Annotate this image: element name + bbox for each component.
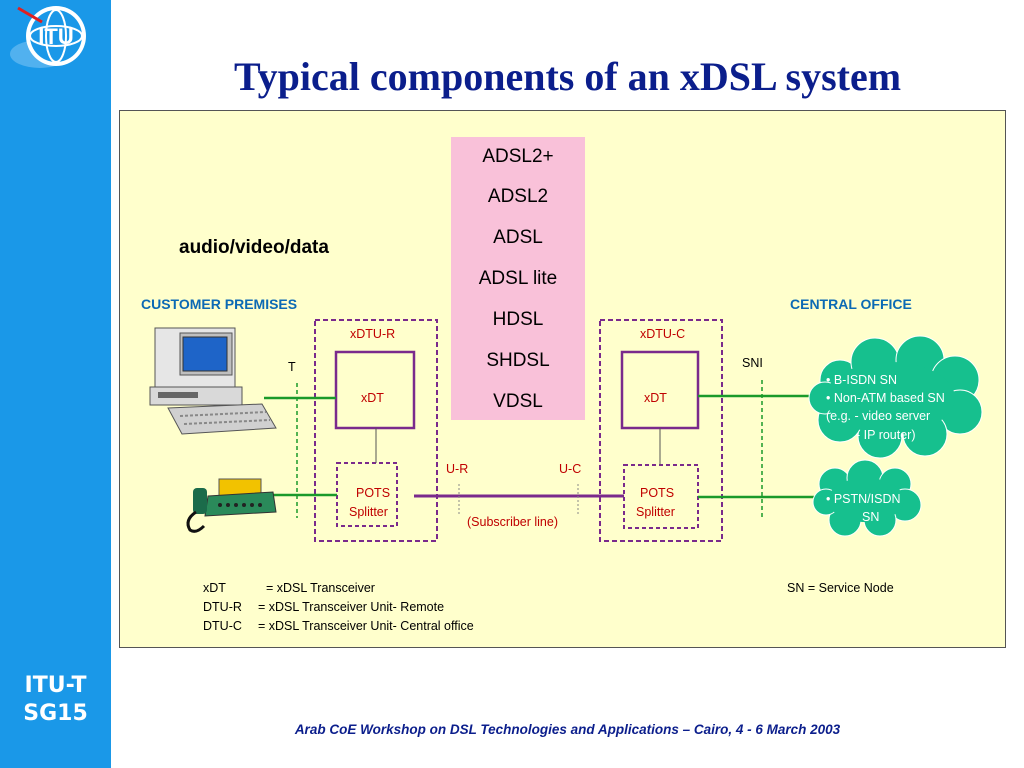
legend-term: DTU-R xyxy=(203,600,242,614)
cloud-top-line: • Non-ATM based SN xyxy=(826,391,945,405)
standard-item: SHDSL xyxy=(486,350,550,371)
xdtu-r-frame xyxy=(314,319,438,542)
computer-icon xyxy=(149,327,277,435)
xdt-right-box xyxy=(620,350,700,430)
audio-video-data-label: audio/video/data xyxy=(179,237,329,258)
telephone-icon xyxy=(186,478,277,533)
u-c-label: U-C xyxy=(559,462,582,476)
standard-item: ADSL2+ xyxy=(482,146,554,167)
standard-item: HDSL xyxy=(492,309,544,330)
standard-item: ADSL xyxy=(493,227,543,248)
cloud-pstn-icon xyxy=(812,459,922,537)
u-r-label: U-R xyxy=(446,462,469,476)
itu-logo-icon: ITU xyxy=(10,6,86,68)
sidebar-label: ITU-T SG15 xyxy=(0,672,111,728)
legend-def: = xDSL Transceiver Unit- Remote xyxy=(258,600,445,614)
xdtu-r-label: xDTU-R xyxy=(350,327,396,341)
xdt-left-label: xDT xyxy=(361,391,384,405)
standard-item: ADSL lite xyxy=(478,268,558,289)
standard-item: VDSL xyxy=(493,391,543,412)
sidebar-label-line1: ITU-T xyxy=(24,673,87,698)
central-office-label: CENTRAL OFFICE xyxy=(790,296,912,312)
sidebar-label-line2: SG15 xyxy=(23,701,88,726)
legend-def: = xDSL Transceiver xyxy=(266,581,375,595)
cloud-top-line: • B-ISDN SN xyxy=(826,373,898,387)
xdtu-c-frame xyxy=(599,319,723,542)
xdtu-c-label: xDTU-C xyxy=(640,327,686,341)
splitter-right-label: Splitter xyxy=(636,505,675,519)
customer-premises-label: CUSTOMER PREMISES xyxy=(141,296,298,312)
pots-left-box xyxy=(336,462,398,527)
t-label: T xyxy=(288,360,296,374)
legend-term: xDT xyxy=(203,581,226,595)
standard-item: ADSL2 xyxy=(487,186,549,207)
sni-label: SNI xyxy=(742,356,763,370)
pots-left-label: POTS xyxy=(356,486,391,500)
splitter-left-label: Splitter xyxy=(349,505,388,519)
legend-term: DTU-C xyxy=(203,619,242,633)
subscriber-line-label: (Subscriber line) xyxy=(467,515,559,529)
pots-right-label: POTS xyxy=(640,486,675,500)
cloud-top-line: - IP router) xyxy=(856,428,916,442)
legend-sn: SN = Service Node xyxy=(787,581,894,595)
standards-box xyxy=(451,137,585,420)
cloud-bisdn-icon xyxy=(808,335,983,459)
slide-title: Typical components of an xDSL system xyxy=(233,54,902,99)
cloud-top-line: (e.g. - video server xyxy=(826,409,931,423)
cloud-bottom-line: SN xyxy=(862,510,880,524)
cloud-bottom-line: • PSTN/ISDN xyxy=(826,492,901,506)
footer: Arab CoE Workshop on DSL Technologies an… xyxy=(294,722,841,737)
xdt-right-label: xDT xyxy=(644,391,667,405)
xdt-left-box xyxy=(334,350,416,430)
svg-text:ITU: ITU xyxy=(38,24,73,49)
legend-def: = xDSL Transceiver Unit- Central office xyxy=(258,619,474,633)
sidebar: ITU ITU-T SG15 xyxy=(0,0,111,768)
